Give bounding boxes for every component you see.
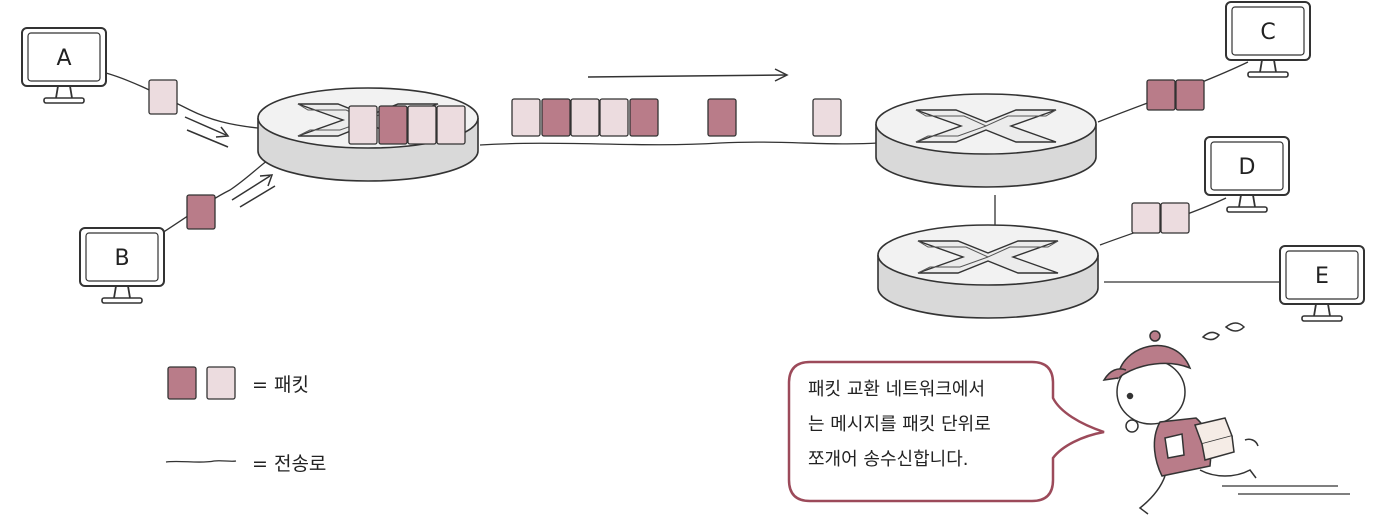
packet <box>378 105 408 145</box>
packet <box>541 98 571 137</box>
legend-packet-light <box>206 366 236 400</box>
computer-e-label: E <box>1315 264 1329 289</box>
packet <box>1160 202 1190 234</box>
packet <box>812 98 842 137</box>
computer-b: B <box>79 227 165 304</box>
packet <box>599 98 629 137</box>
computer-d: D <box>1204 136 1290 213</box>
packets <box>148 79 1205 234</box>
computer-a-label: A <box>56 46 71 71</box>
computer-d-label: D <box>1239 155 1256 180</box>
speech-bubble-line: 는 메시지를 패킷 단위로 <box>808 414 991 435</box>
computer-c: C <box>1225 1 1311 78</box>
packet <box>511 98 541 137</box>
speech-bubble-text: 패킷 교환 네트워크에서 는 메시지를 패킷 단위로 쪼개어 송수신합니다. <box>808 372 1048 477</box>
legend-link-line <box>165 460 237 463</box>
packet <box>707 98 737 137</box>
legend-packet-label: = 패킷 <box>252 374 309 396</box>
packet <box>436 105 466 145</box>
packet <box>148 79 178 115</box>
packet <box>407 105 437 145</box>
transmission-links <box>105 61 1280 283</box>
packet <box>1146 79 1176 111</box>
packet <box>1175 79 1205 111</box>
legend <box>165 366 237 463</box>
computer-c-label: C <box>1260 20 1275 45</box>
courier-illustration <box>1102 322 1350 515</box>
router-right-bottom <box>877 224 1099 319</box>
speech-bubble-line: 쪼개어 송수신합니다. <box>808 449 969 470</box>
packet <box>1131 202 1161 234</box>
speech-bubble <box>787 360 1105 503</box>
legend-link-label: = 전송로 <box>252 453 327 475</box>
packet <box>629 98 659 137</box>
computer-a: A <box>21 27 107 104</box>
packet <box>570 98 600 137</box>
legend-packet-dark <box>167 366 197 400</box>
computer-e: E <box>1279 245 1365 322</box>
router-right-top <box>875 93 1097 188</box>
packet <box>186 194 216 230</box>
computer-b-label: B <box>114 246 129 271</box>
packet <box>348 105 378 145</box>
direction-arrows <box>184 68 789 208</box>
speech-bubble-line: 패킷 교환 네트워크에서 <box>808 379 986 400</box>
